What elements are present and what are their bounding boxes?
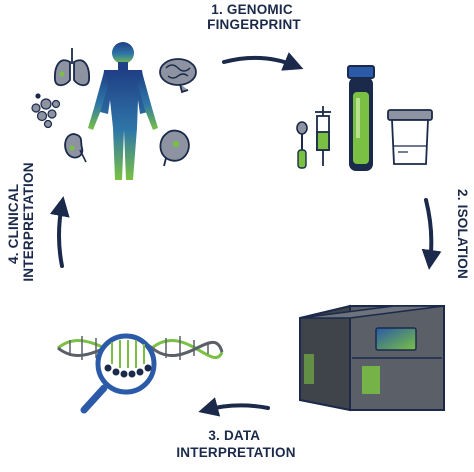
step-2-line-1: 2. ISOLATION (455, 189, 470, 279)
blood-tube-icon (347, 65, 375, 171)
sample-cup-icon (387, 109, 433, 165)
cells-icon (31, 93, 61, 129)
step-2-label: 2. ISOLATION (455, 189, 470, 279)
magnifier-icon (80, 333, 157, 414)
step-3-label: 3. DATA INTERPRETATION (176, 428, 295, 460)
step-1-label: 1. GENOMIC FINGERPRINT (207, 2, 301, 32)
arrow-1-to-2 (222, 52, 304, 71)
step-3-line-1: 3. DATA (208, 428, 260, 443)
step-4-line-1: 4. CLINICAL (6, 184, 21, 264)
step-4-label: 4. CLINICAL INTERPRETATION (6, 162, 36, 281)
brain-icon (159, 58, 197, 94)
arrow-3-to-4 (198, 397, 270, 417)
arrow-4-to-1 (49, 196, 70, 268)
step-1-line-1: 1. GENOMIC (211, 2, 293, 17)
arrow-2-to-3 (421, 198, 442, 270)
lungs-icon (54, 48, 90, 87)
step-4-line-2: INTERPRETATION (21, 162, 36, 281)
step-1-line-2: FINGERPRINT (207, 17, 301, 32)
swab-icon (296, 121, 308, 169)
dna-helix-icon (57, 336, 224, 360)
step-3-line-2: INTERPRETATION (176, 445, 295, 460)
human-figure-icon (88, 42, 158, 180)
stomach-icon (159, 129, 190, 167)
sequencer-icon (299, 304, 445, 412)
syringe-icon (315, 106, 331, 166)
kidney-icon (64, 133, 87, 163)
